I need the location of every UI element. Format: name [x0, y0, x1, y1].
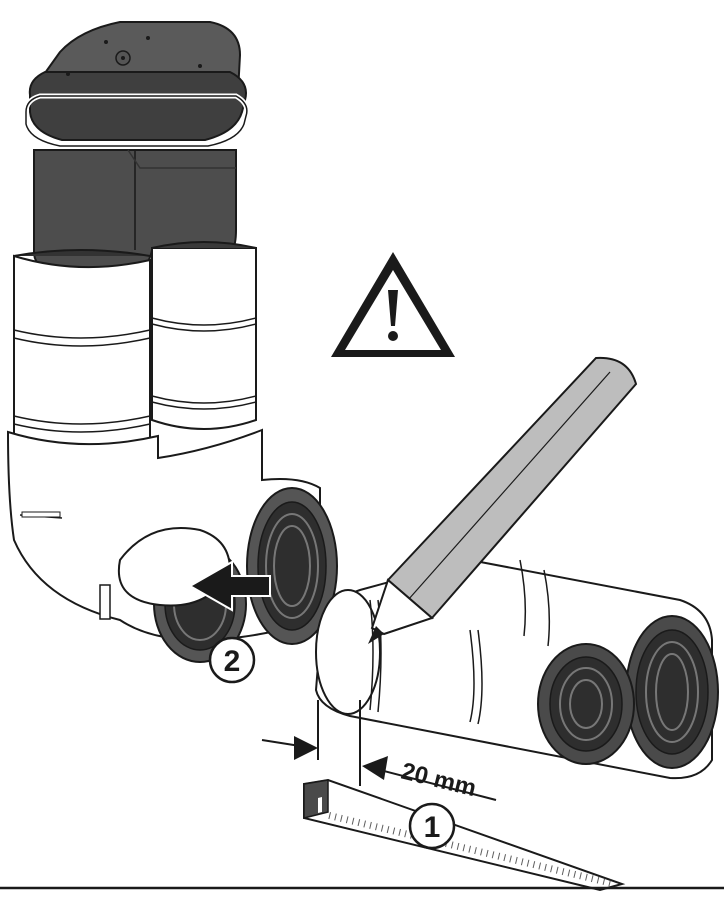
- step-2-callout: 2: [208, 636, 256, 684]
- connector-top-cap: [23, 21, 250, 149]
- insert-arrow-icon: [187, 560, 271, 612]
- step-1-callout: 1: [408, 802, 456, 850]
- elbow-fitting: [6, 428, 338, 663]
- step-2-label: 2: [224, 645, 241, 678]
- pencil-icon: [368, 356, 638, 644]
- dimension-label: 20 mm: [399, 758, 479, 803]
- step-1-label: 1: [424, 811, 441, 844]
- warning-triangle-icon: [331, 252, 455, 357]
- connector-white-pipes: [13, 241, 257, 450]
- horizontal-pipe: [314, 558, 719, 780]
